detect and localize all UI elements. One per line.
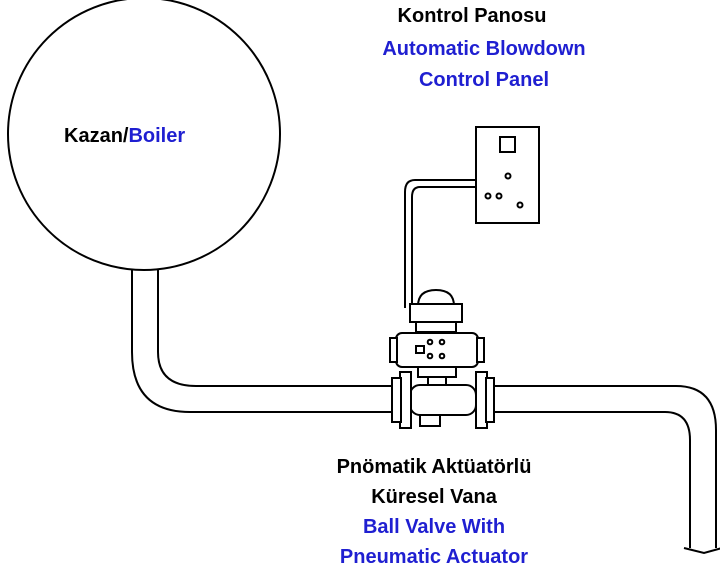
valve-body [409, 384, 477, 416]
panel-indicator-light-icon [516, 201, 524, 209]
control-panel-title-tr: Kontrol Panosu [398, 5, 547, 27]
limit-switch-dome [416, 288, 456, 307]
pneumatic-actuator [395, 332, 479, 368]
panel-indicator-light-icon [495, 192, 503, 200]
boiler-drum [7, 0, 281, 271]
valve-label-tr-1: Pnömatik Aktüatörlü [337, 456, 532, 478]
panel-indicator-light-icon [504, 172, 512, 180]
ball-valve [389, 288, 495, 429]
limit-switch-body [409, 303, 463, 323]
control-panel-title-en-2: Control Panel [419, 69, 549, 91]
boiler-label: Kazan/Boiler [64, 125, 185, 147]
valve-label-tr-2: Küresel Vana [371, 486, 498, 508]
valve-label-en-2: Pneumatic Actuator [340, 546, 528, 568]
control-panel-title-en-1: Automatic Blowdown [382, 38, 585, 60]
actuator-bracket [417, 366, 457, 378]
control-panel [475, 126, 540, 224]
boiler-outlet-pipe [131, 270, 395, 413]
panel-indicator-light-icon [484, 192, 492, 200]
pipe-break-mark [683, 547, 720, 555]
panel-display-icon [499, 136, 516, 153]
downstream-pipe [492, 385, 717, 548]
signal-line [404, 179, 476, 308]
valve-label-en-1: Ball Valve With [363, 516, 505, 538]
